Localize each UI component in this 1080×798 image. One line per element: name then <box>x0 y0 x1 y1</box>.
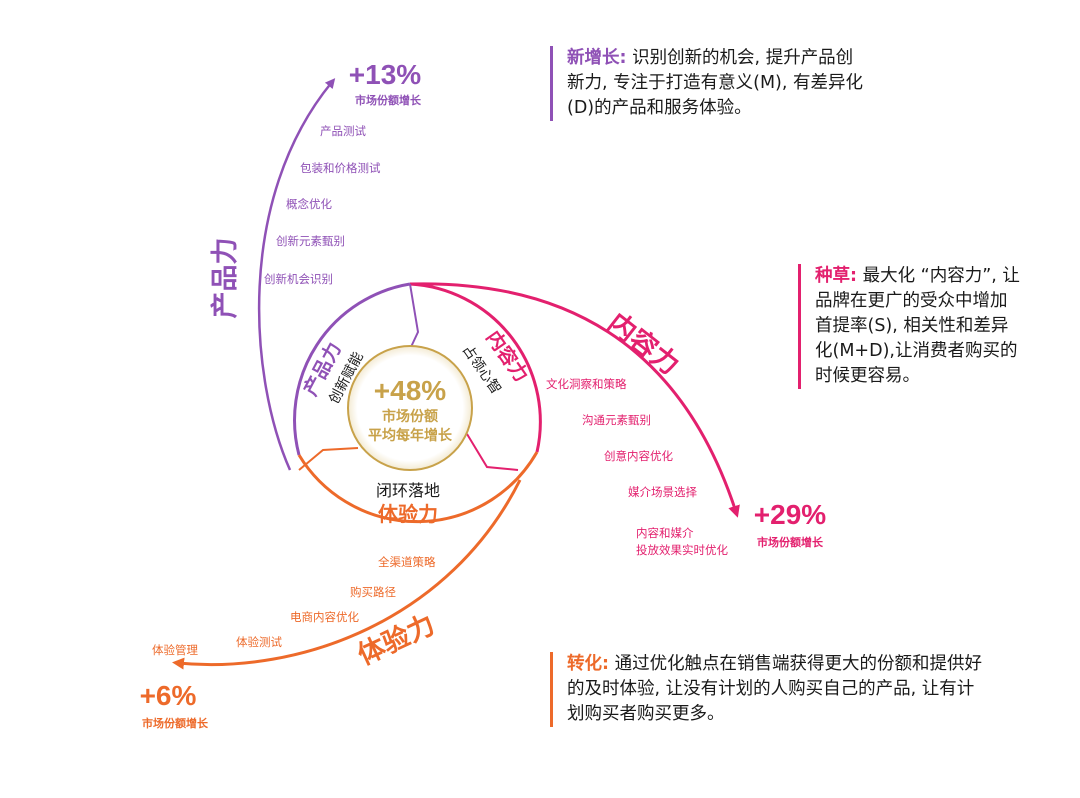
ring-product-segment <box>293 282 411 456</box>
content-growth-value: +29% <box>754 499 826 530</box>
experience-step: 体验管理 <box>152 643 198 657</box>
content-step: 文化洞察和策略 <box>546 377 627 391</box>
content-step: 创意内容优化 <box>604 449 673 463</box>
ring-experience-sub: 闭环落地 <box>376 481 440 500</box>
experience-title: 体验力 <box>353 608 440 671</box>
note-seeding-head: 种草: <box>815 266 857 286</box>
divider-content-experience <box>466 433 519 471</box>
product-growth-value: +13% <box>349 59 421 90</box>
note-seeding: 种草: 最大化 “内容力”, 让品牌在更广的受众中增加首提率(S), 相关性和差… <box>798 264 1020 389</box>
center-circle <box>347 345 473 471</box>
note-new-growth-head: 新增长: <box>567 48 627 68</box>
content-step: 媒介场景选择 <box>628 485 697 499</box>
content-title: 内容力 <box>602 306 686 381</box>
center-line1: 市场份额 <box>382 408 438 425</box>
content-growth-label: 市场份额增长 <box>757 535 824 549</box>
experience-step: 体验测试 <box>236 635 282 649</box>
experience-growth-value: +6% <box>140 680 197 711</box>
center-line2: 平均每年增长 <box>368 427 453 444</box>
product-growth-label: 市场份额增长 <box>355 93 422 107</box>
center-value: +48% <box>374 375 446 406</box>
product-arrow-arc <box>257 78 336 471</box>
product-step: 概念优化 <box>286 197 332 211</box>
experience-step: 购买路径 <box>350 585 396 599</box>
experience-step: 电商内容优化 <box>290 610 359 624</box>
content-step: 内容和媒介 <box>636 526 694 540</box>
product-step: 产品测试 <box>320 124 366 138</box>
content-step: 沟通元素甄别 <box>582 413 651 427</box>
note-new-growth-body: 识别创新的机会, 提升产品创新力, 专注于打造有意义(M), 有差异化(D)的产… <box>567 48 864 118</box>
experience-arrow-arc <box>172 479 522 670</box>
experience-step: 全渠道策略 <box>378 555 436 569</box>
product-step: 创新机会识别 <box>264 272 333 286</box>
ring-experience-segment <box>297 451 539 524</box>
product-step: 包装和价格测试 <box>300 161 381 175</box>
experience-steps: 全渠道策略 购买路径 电商内容优化 体验测试 体验管理 <box>152 555 436 657</box>
note-conversion: 转化: 通过优化触点在销售端获得更大的份额和提供好的及时体验, 让没有计划的人购… <box>550 652 987 727</box>
content-step: 投放效果实时优化 <box>636 543 728 557</box>
ring-content-segment <box>409 282 542 453</box>
note-new-growth: 新增长: 识别创新的机会, 提升产品创新力, 专注于打造有意义(M), 有差异化… <box>550 46 867 121</box>
content-arrow-arc <box>409 282 740 518</box>
product-title: 产品力 <box>210 238 241 319</box>
note-conversion-body: 通过优化触点在销售端获得更大的份额和提供好的及时体验, 让没有计划的人购买自己的… <box>567 654 983 724</box>
product-steps: 产品测试 包装和价格测试 概念优化 创新元素甄别 创新机会识别 <box>264 124 381 286</box>
content-steps: 文化洞察和策略 沟通元素甄别 创意内容优化 媒介场景选择 内容和媒介 投放效果实… <box>546 377 728 557</box>
note-conversion-head: 转化: <box>567 654 609 674</box>
divider-experience-product <box>298 447 359 471</box>
note-seeding-body: 最大化 “内容力”, 让品牌在更广的受众中增加首提率(S), 相关性和差异化(M… <box>815 266 1020 386</box>
product-step: 创新元素甄别 <box>276 234 345 248</box>
ring-experience-title: 体验力 <box>378 502 438 526</box>
experience-growth-label: 市场份额增长 <box>142 716 209 730</box>
